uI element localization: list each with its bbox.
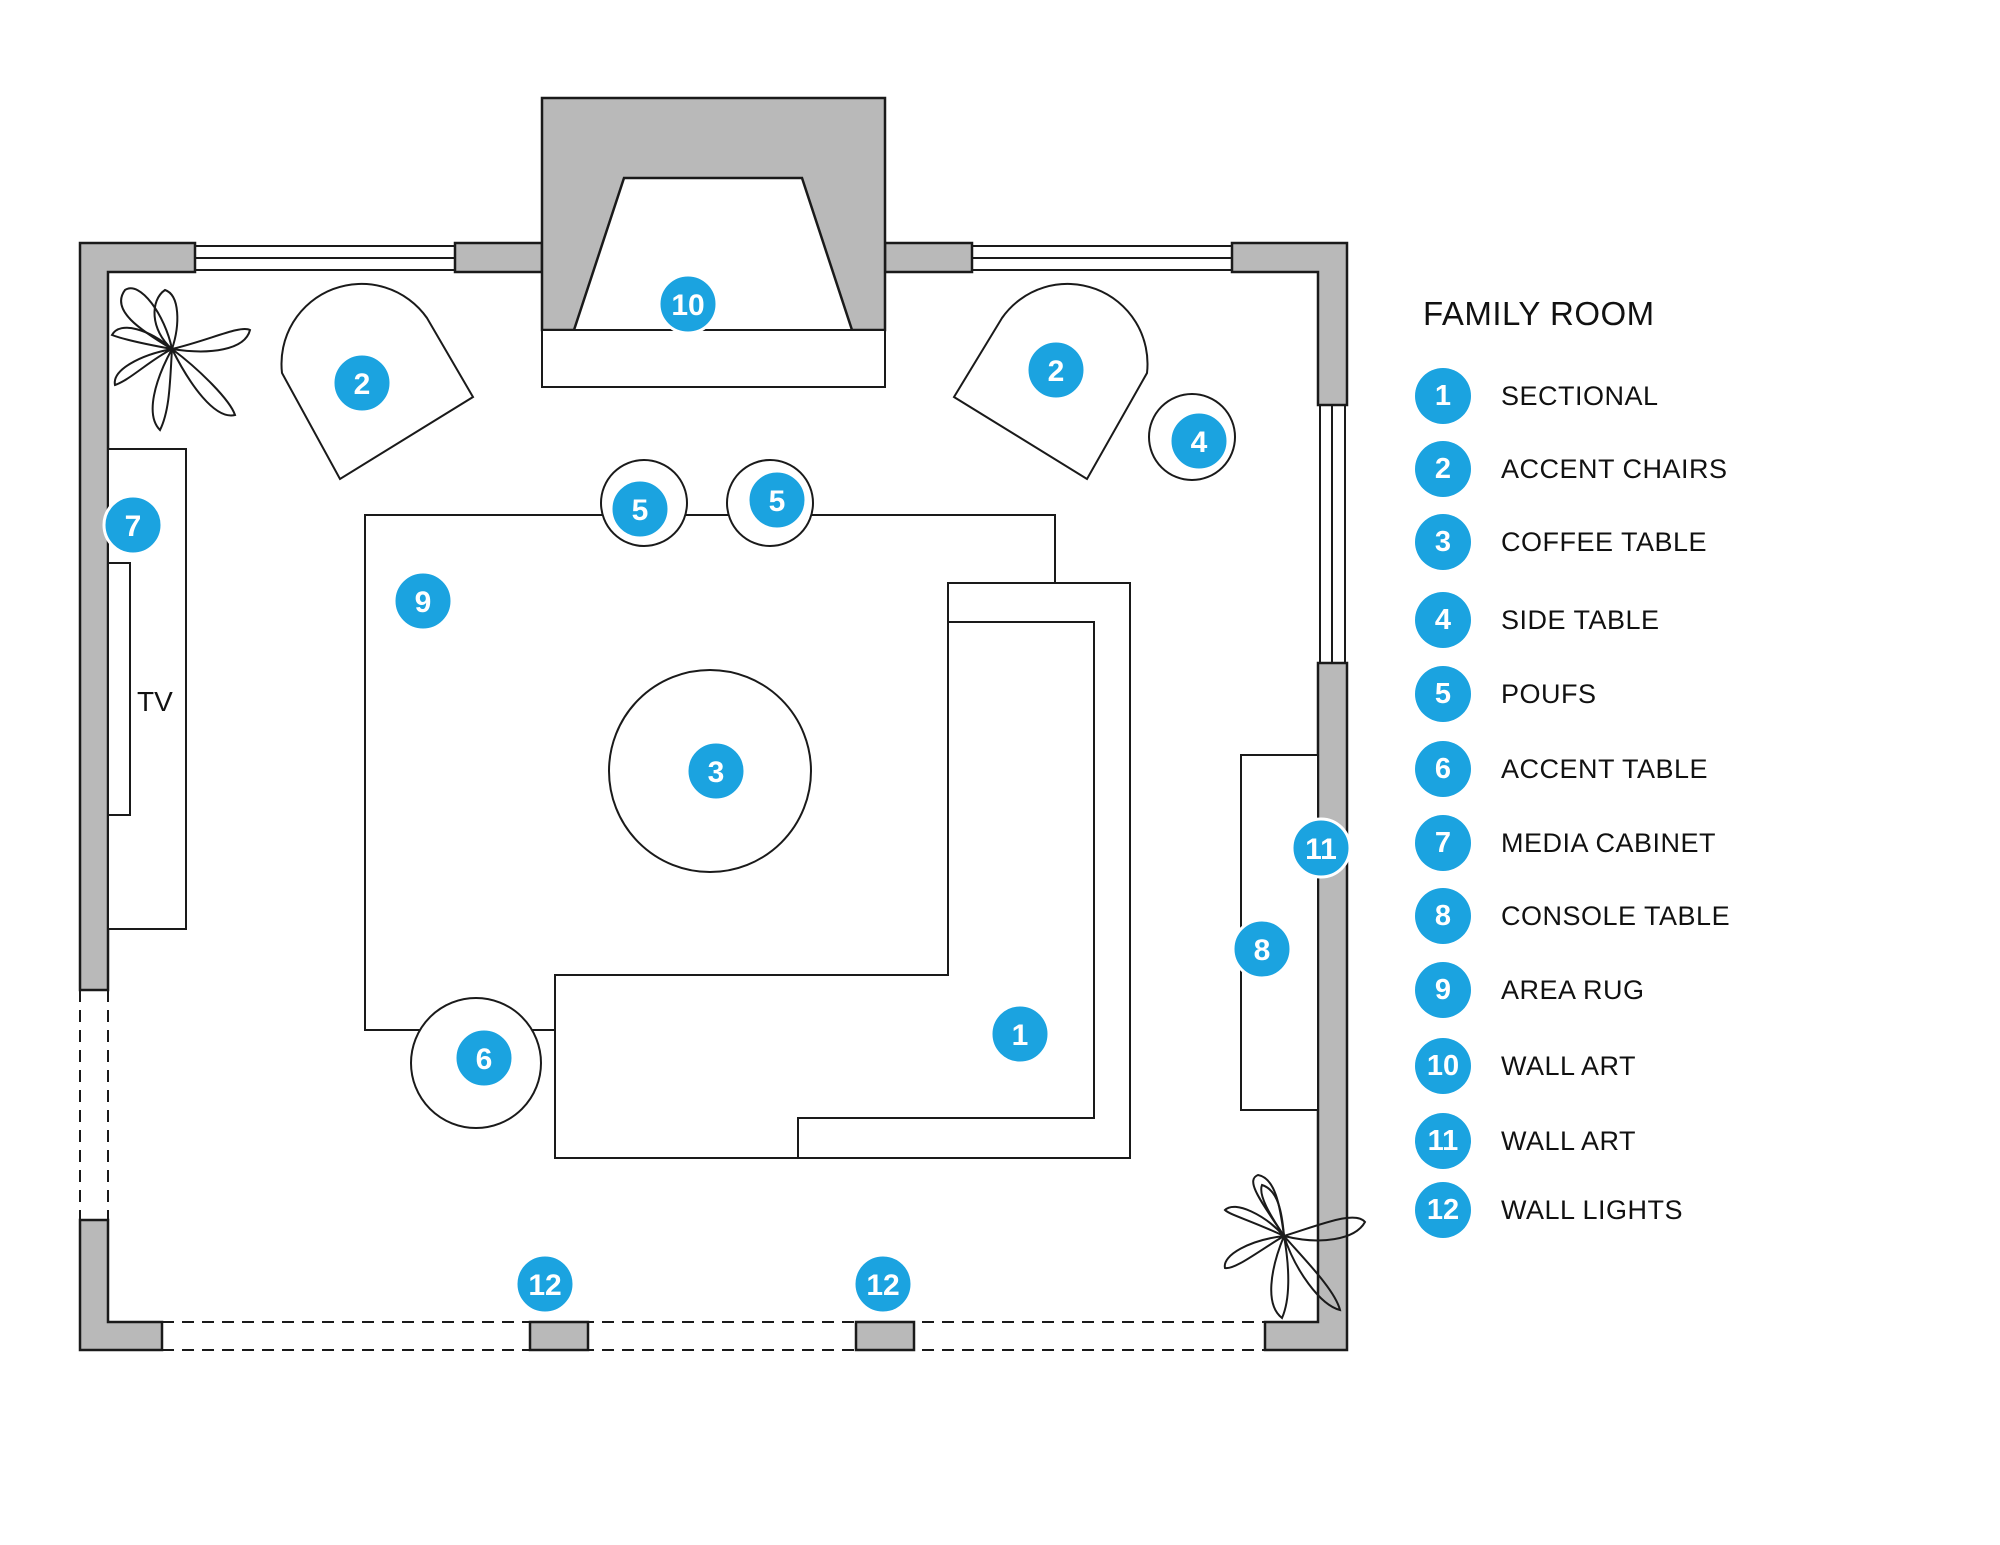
badge-7-number: 7 [125,510,142,543]
legend-item: 2 ACCENT CHAIRS [1415,439,1728,499]
plant-leaf [171,348,237,417]
legend-label: AREA RUG [1501,974,1645,1005]
fireplace [540,96,887,388]
legend-item: 9 AREA RUG [1415,960,1645,1020]
plant-bottom-right-icon [1223,1173,1367,1320]
legend-label: WALL ART [1501,1125,1637,1156]
legend-number: 3 [1415,514,1471,570]
legend-item: 12 WALL LIGHTS [1415,1180,1683,1240]
badge-4-number: 4 [1191,426,1208,459]
badge-2-right: 2 [1025,339,1087,401]
plant-leaf [1270,1232,1290,1320]
legend-number: 1 [1415,368,1471,424]
badge-5-left-number: 5 [632,494,649,527]
tv [107,562,131,816]
badge-8-number: 8 [1254,934,1271,967]
legend-number: 2 [1415,441,1471,497]
legend-item: 7 MEDIA CABINET [1415,813,1716,873]
badge-2-left-number: 2 [354,368,371,401]
badge-7: 7 [102,494,164,556]
tv-label: TV [137,686,173,717]
badge-5-left: 5 [609,478,671,540]
legend-item: 5 POUFS [1415,664,1597,724]
fireplace-hearth [541,329,886,388]
plant-leaf [1223,1235,1285,1270]
sectional-seat-line [797,621,1095,1158]
sectional-sofa [554,582,1131,1159]
plant-leaf [113,348,173,387]
legend-label: COFFEE TABLE [1501,526,1708,557]
legend-number: 10 [1415,1038,1471,1094]
legend-number: 8 [1415,888,1471,944]
legend-item: 3 COFFEE TABLE [1415,512,1707,572]
badge-5-right-number: 5 [769,485,786,518]
legend-number: 6 [1415,741,1471,797]
legend-item: 4 SIDE TABLE [1415,590,1660,650]
wall-top-middle-right [883,241,974,274]
badge-1-number: 1 [1012,1019,1029,1052]
wall-pier-1 [528,1320,590,1352]
badge-10: 10 [657,273,719,335]
legend-label: SIDE TABLE [1501,604,1660,635]
badge-12-left-number: 12 [528,1269,561,1302]
legend-number: 5 [1415,666,1471,722]
plant-leaf [153,288,179,351]
badge-4: 4 [1168,410,1230,472]
legend-label: CONSOLE TABLE [1501,900,1731,931]
plant-leaf [110,326,176,351]
badge-2-left: 2 [331,352,393,414]
legend-label: POUFS [1501,678,1597,709]
badge-5-right: 5 [746,469,808,531]
legend-label: ACCENT CHAIRS [1501,453,1728,484]
legend-item: 11 WALL ART [1415,1111,1636,1171]
badge-6-number: 6 [476,1043,493,1076]
wall-top-right [1230,241,1349,407]
legend-item: 8 CONSOLE TABLE [1415,886,1730,946]
legend-title: FAMILY ROOM [1423,295,1655,332]
plant-leaf [1283,1235,1342,1312]
sectional-outline [554,582,1131,1159]
plant-leaf [1280,1216,1367,1242]
legend-item: 1 SECTIONAL [1415,366,1659,426]
badge-2-right-number: 2 [1048,355,1065,388]
badge-12-left: 12 [514,1253,576,1315]
badge-12-right-number: 12 [866,1269,899,1302]
plant-leaf [1223,1205,1285,1237]
badge-3-number: 3 [708,756,725,789]
badge-11: 11 [1290,817,1352,879]
legend-label: ACCENT TABLE [1501,753,1709,784]
openings [79,990,1265,1351]
wall-bottom-left [78,1218,164,1352]
legend-item: 6 ACCENT TABLE [1415,739,1708,799]
legend-label: WALL ART [1501,1050,1637,1081]
legend-label: SECTIONAL [1501,380,1659,411]
legend-item: 10 WALL ART [1415,1036,1636,1096]
plant-leaf [151,348,173,432]
badge-1: 1 [989,1003,1051,1065]
plant-leaf [1260,1183,1285,1237]
badge-6: 6 [453,1027,515,1089]
wall-top-middle-left [453,241,544,274]
badge-9: 9 [392,570,454,632]
legend-number: 4 [1415,592,1471,648]
plant-top-left-icon [110,287,252,432]
wall-pier-2 [854,1320,916,1352]
badge-10-number: 10 [671,289,704,322]
windows [195,245,1346,663]
badge-11-number: 11 [1305,833,1337,866]
badge-3: 3 [685,740,747,802]
legend-number: 11 [1415,1113,1471,1169]
badge-9-number: 9 [415,586,432,619]
legend-label: MEDIA CABINET [1501,827,1717,858]
legend-number: 7 [1415,815,1471,871]
legend-label: WALL LIGHTS [1501,1194,1684,1225]
plant-leaf [171,328,252,353]
badge-12-right: 12 [852,1253,914,1315]
badge-8: 8 [1231,918,1293,980]
legend-number: 12 [1415,1182,1471,1238]
legend-number: 9 [1415,962,1471,1018]
